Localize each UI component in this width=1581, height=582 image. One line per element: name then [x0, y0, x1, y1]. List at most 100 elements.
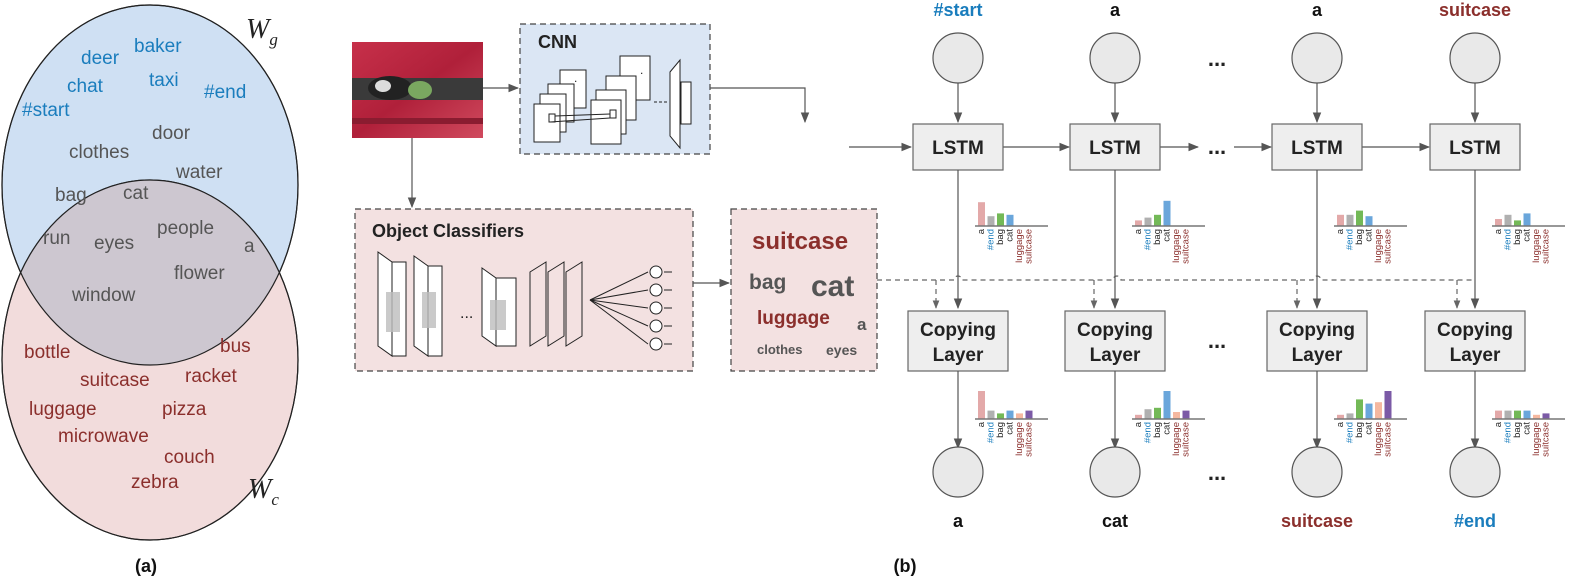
- bar-cat: [1523, 213, 1531, 226]
- caption-b: (b): [894, 556, 917, 576]
- output-word: cat: [1102, 511, 1128, 531]
- lstm-label: LSTM: [1291, 138, 1343, 159]
- copying-layer: [1424, 310, 1526, 372]
- shared-word: water: [175, 162, 223, 183]
- shared-word: door: [152, 123, 191, 144]
- detected-word: clothes: [757, 342, 803, 357]
- bar-#end: [1504, 214, 1512, 226]
- input-node: [1449, 32, 1501, 84]
- bar-bag: [1356, 399, 1363, 419]
- bar-label: bag: [1354, 422, 1365, 438]
- decoder-step-2: aLSTMCopyingLayercata#endbagcatluggagesu…: [1064, 0, 1205, 531]
- bar-bag: [1514, 410, 1521, 419]
- input-node: [1089, 32, 1141, 84]
- bar-suitcase: [1542, 413, 1550, 419]
- wg-word: taxi: [149, 70, 179, 91]
- bar-label: cat: [1162, 229, 1173, 242]
- wg-word: #start: [22, 100, 70, 121]
- svg-text:...: ...: [460, 305, 473, 322]
- bar-label: suitcase: [1181, 229, 1192, 264]
- output-word: a: [953, 511, 964, 531]
- copying-layer: [907, 310, 1009, 372]
- bar-luggage: [1375, 402, 1382, 419]
- bar-#end: [1504, 410, 1512, 419]
- shared-word: window: [71, 285, 136, 306]
- lstm-label: LSTM: [1089, 138, 1141, 159]
- bar-label: suitcase: [1024, 422, 1035, 457]
- bar-bag: [1154, 407, 1161, 419]
- wg-word: #end: [204, 82, 246, 103]
- output-node: [1089, 446, 1141, 498]
- bar-label: #end: [986, 229, 997, 250]
- output-word: #end: [1454, 511, 1496, 531]
- bar-label: suitcase: [1024, 229, 1035, 264]
- detected-words-box: suitcase bag cat luggage a clothes eyes: [730, 208, 878, 372]
- bar-a: [1337, 214, 1344, 226]
- bar-label: #end: [1143, 229, 1154, 250]
- bar-cat: [1523, 410, 1531, 419]
- bar-label: bag: [1152, 229, 1163, 245]
- bar-label: a: [1335, 228, 1346, 234]
- shared-word: clothes: [69, 142, 129, 163]
- bar-label: a: [1133, 228, 1144, 234]
- bar-bag: [997, 413, 1004, 419]
- bar-label: suitcase: [1383, 422, 1394, 457]
- copying-layer-label: Copying: [920, 320, 996, 341]
- bar-cat: [1365, 216, 1373, 226]
- bar-label: #end: [1143, 422, 1154, 443]
- bar-suitcase: [1182, 410, 1190, 419]
- wc-word: bus: [220, 336, 251, 357]
- copy-feed-lines: [877, 275, 1473, 309]
- wc-word: bottle: [24, 342, 70, 363]
- bar-cat: [1006, 410, 1014, 419]
- object-classifiers-module: Object Classifiers ...: [354, 208, 694, 372]
- bar-label: luggage: [1014, 422, 1025, 456]
- bar-#end: [1144, 409, 1152, 419]
- bar-bag: [1154, 214, 1161, 226]
- bar-label: cat: [1364, 229, 1375, 242]
- bar-cat: [1006, 214, 1014, 226]
- copying-layer-label: Layer: [1292, 345, 1343, 366]
- detected-word: suitcase: [752, 228, 848, 255]
- bar-luggage: [1533, 414, 1540, 419]
- overlap-region: [2, 180, 298, 365]
- bar-label: a: [1493, 421, 1504, 427]
- lstm-cell: [1429, 123, 1521, 171]
- input-word: suitcase: [1439, 0, 1511, 20]
- bar-label: suitcase: [1383, 229, 1394, 264]
- input-word: a: [1312, 0, 1323, 20]
- ellipsis: ...: [1208, 134, 1226, 159]
- bar-label: #end: [1345, 229, 1356, 250]
- bar-label: cat: [1522, 422, 1533, 435]
- input-node: [1291, 32, 1343, 84]
- bar-label: luggage: [1531, 422, 1542, 456]
- shared-word: bag: [55, 185, 87, 206]
- bar-label: luggage: [1373, 422, 1384, 456]
- bar-luggage: [1016, 413, 1023, 419]
- bar-label: #end: [1345, 422, 1356, 443]
- bar-label: a: [976, 228, 987, 234]
- wg-word: baker: [134, 36, 182, 57]
- caption-a: (a): [135, 556, 157, 576]
- decoder-step-1: #startLSTMCopyingLayeraa#endbagcatluggag…: [907, 0, 1048, 531]
- bar-label: luggage: [1014, 229, 1025, 263]
- bar-a: [1135, 220, 1142, 226]
- cnn-module: CNN . .: [519, 23, 711, 155]
- shared-word: run: [43, 228, 70, 249]
- detected-word: luggage: [757, 308, 830, 329]
- bar-a: [1495, 219, 1502, 226]
- copying-layer: [1064, 310, 1166, 372]
- bar-#end: [1346, 413, 1354, 419]
- wc-word: zebra: [131, 472, 179, 493]
- bar-label: luggage: [1531, 229, 1542, 263]
- bar-a: [1495, 410, 1502, 419]
- shared-word: cat: [123, 183, 149, 204]
- copying-layer-label: Copying: [1437, 320, 1513, 341]
- input-word: #start: [933, 0, 982, 20]
- input-node: [932, 32, 984, 84]
- bar-suitcase: [1025, 410, 1033, 419]
- copying-layer-label: Layer: [1450, 345, 1501, 366]
- bar-label: cat: [1005, 422, 1016, 435]
- shared-word: flower: [174, 263, 225, 284]
